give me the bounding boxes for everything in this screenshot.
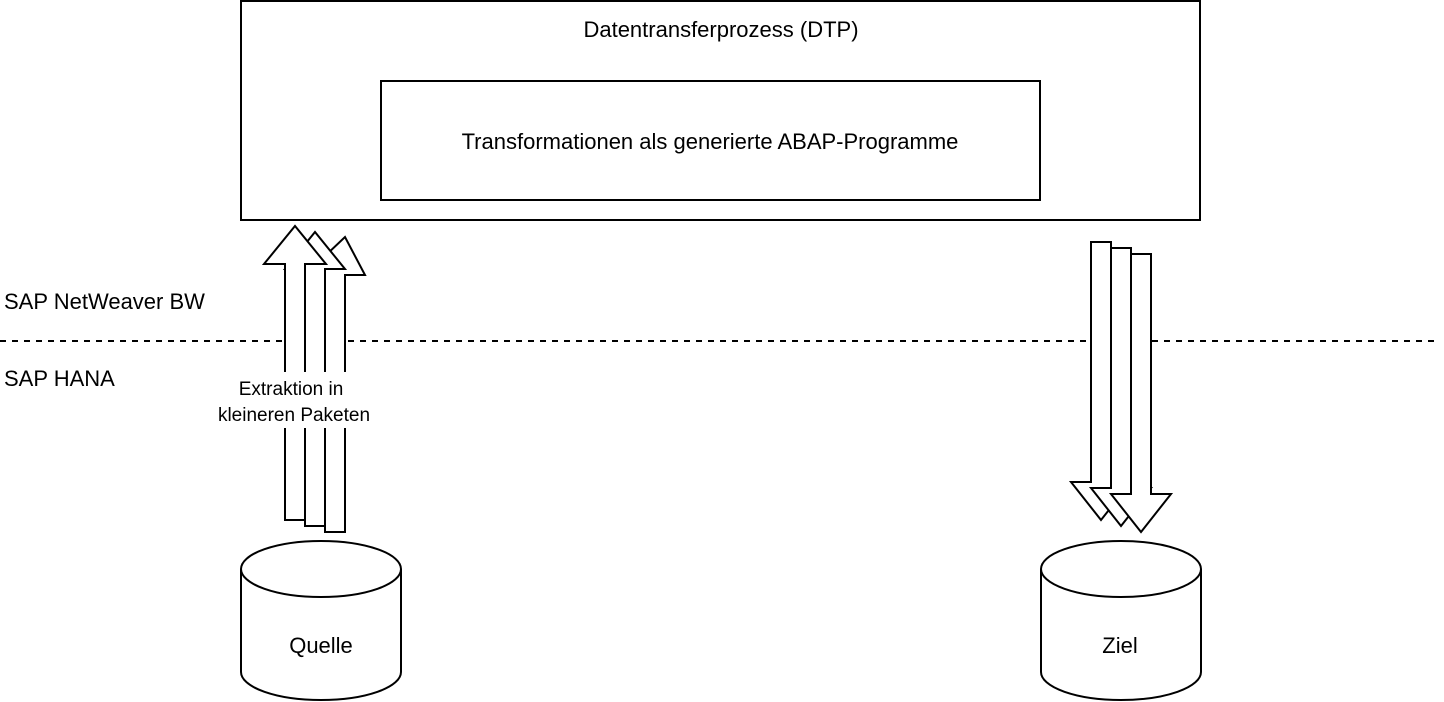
target-database-top [1040, 540, 1202, 598]
dtp-title: Datentransferprozess (DTP) [583, 17, 858, 42]
transformations-label: Transformationen als generierte ABAP-Pro… [462, 129, 959, 154]
load-arrows[interactable] [1068, 241, 1174, 534]
layer-label-netweaver: SAP NetWeaver BW [4, 289, 205, 314]
extraction-label: Extraktion in kleineren Paketen [210, 372, 378, 428]
extraction-label-line1: Extraktion in [239, 379, 344, 400]
load-arrow-front [1108, 253, 1174, 534]
source-database[interactable]: Quelle [240, 540, 402, 701]
target-database[interactable]: Ziel [1040, 540, 1202, 701]
transformations-box[interactable]: Transformationen als generierte ABAP-Pro… [380, 80, 1041, 201]
layer-label-hana: SAP HANA [4, 366, 115, 391]
source-label: Quelle [289, 633, 353, 658]
source-database-top [240, 540, 402, 598]
extraction-label-line2: kleineren Paketen [218, 405, 370, 426]
target-label: Ziel [1102, 633, 1137, 658]
